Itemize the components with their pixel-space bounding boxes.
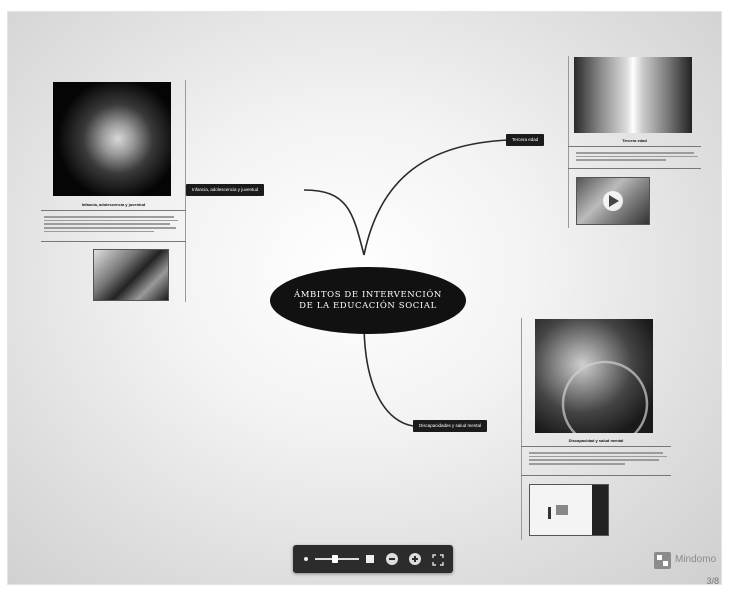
topic-discapacidad-label: Discapacidades y salud mental <box>419 423 482 428</box>
page-number: 3/8 <box>706 576 719 586</box>
line-infancia <box>303 189 365 256</box>
infancia-photo <box>53 82 171 196</box>
mindmap-canvas[interactable]: ÁMBITOS DE INTERVENCIÓN DE LA EDUCACIÓN … <box>8 12 721 586</box>
branch-lines <box>303 139 509 427</box>
infancia-divider <box>41 210 186 211</box>
zoom-out-icon[interactable] <box>386 553 398 565</box>
play-icon[interactable] <box>577 178 649 224</box>
fullscreen-icon[interactable] <box>432 553 444 566</box>
topic-infancia-label: Infancia, adolescencia y juventud <box>192 187 259 192</box>
line-tercera-edad <box>363 139 509 256</box>
discapacidad-caption: Discapacidad y salud mental <box>568 438 624 443</box>
mindomo-brand[interactable]: Mindomo <box>675 554 717 565</box>
card-tercera-edad-border <box>568 56 569 228</box>
topic-tercera-edad[interactable]: Tercera edad <box>506 134 545 146</box>
infancia-description <box>44 216 179 234</box>
infancia-divider-2 <box>41 241 186 242</box>
discapacidad-divider-2 <box>521 475 671 476</box>
card-discapacidad-border <box>521 318 522 540</box>
square-icon[interactable] <box>366 555 374 563</box>
tercera-edad-photo <box>574 57 692 133</box>
discapacidad-description <box>529 452 667 467</box>
tercera-edad-description <box>576 152 698 163</box>
zoom-toolbar <box>293 545 453 573</box>
wheel-graphic <box>561 360 649 433</box>
zoom-in-icon[interactable] <box>409 553 421 565</box>
tercera-edad-video-thumbnail[interactable] <box>576 177 650 225</box>
discapacidad-video-thumbnail[interactable] <box>529 484 609 536</box>
mindomo-logo-icon[interactable] <box>654 552 671 569</box>
dot-icon[interactable] <box>304 557 308 561</box>
line-discapacidad <box>363 321 414 427</box>
tercera-edad-caption: Tercera edad <box>622 138 647 143</box>
topic-discapacidad[interactable]: Discapacidades y salud mental <box>413 420 488 432</box>
discapacidad-photo <box>535 319 653 433</box>
tercera-edad-divider-2 <box>568 168 701 169</box>
video-frame-graphic <box>548 485 608 535</box>
card-discapacidad[interactable]: Discapacidad y salud mental <box>521 318 671 540</box>
topic-tercera-edad-label: Tercera edad <box>512 137 539 142</box>
discapacidad-divider <box>521 446 671 447</box>
central-topic[interactable]: ÁMBITOS DE INTERVENCIÓN DE LA EDUCACIÓN … <box>270 267 466 334</box>
topic-infancia[interactable]: Infancia, adolescencia y juventud <box>186 184 265 196</box>
zoom-slider-handle[interactable] <box>332 555 339 563</box>
infancia-caption: Infancia, adolescencia y juventud <box>81 202 146 207</box>
card-infancia-border <box>185 80 186 302</box>
central-topic-label: ÁMBITOS DE INTERVENCIÓN DE LA EDUCACIÓN … <box>294 289 442 311</box>
tercera-edad-divider <box>568 146 701 147</box>
zoom-slider[interactable] <box>315 555 359 563</box>
card-infancia[interactable]: Infancia, adolescencia y juventud <box>41 80 186 302</box>
infancia-video-thumbnail[interactable] <box>93 249 169 301</box>
card-tercera-edad[interactable]: Tercera edad <box>568 56 701 228</box>
